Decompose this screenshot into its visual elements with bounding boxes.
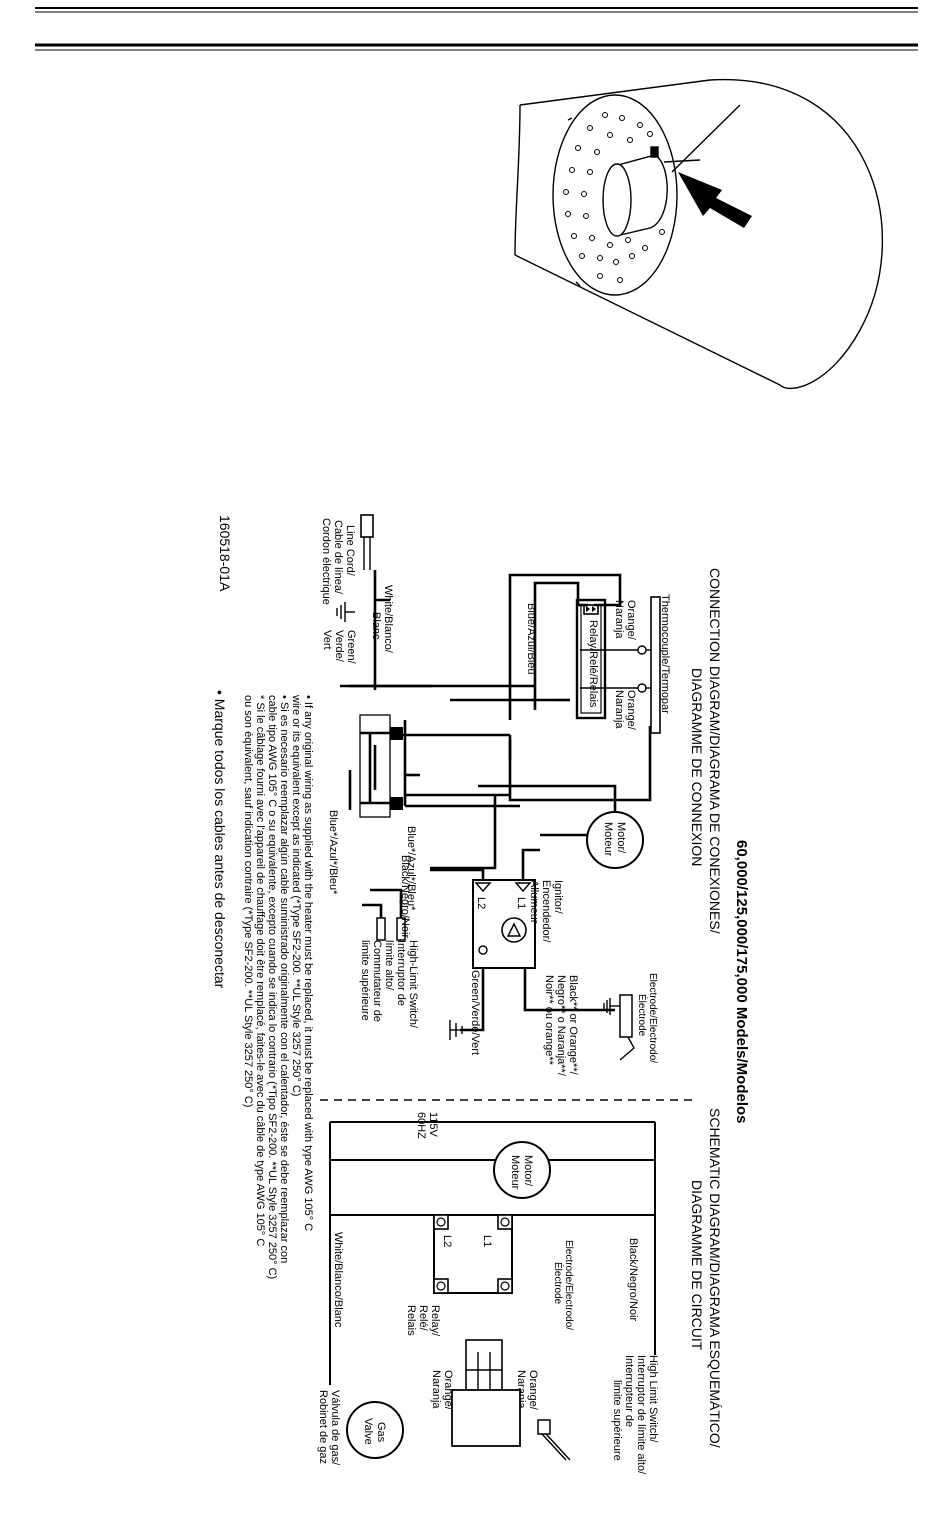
- note-line-2: wire or its equivalent except as indicat…: [290, 694, 302, 1096]
- schematic-motor: [493, 1141, 551, 1199]
- schematic-high-limit-label-4: limite supérieure: [611, 1380, 623, 1461]
- schematic-high-limit-label-1: High Limit Switch/: [647, 1355, 659, 1443]
- voltage-label-1: 115V: [427, 1112, 439, 1138]
- schematic-orange-label-b-2: Naranja: [430, 1370, 442, 1409]
- schematic-high-limit-label-2: Interruptor de límite alto/: [635, 1355, 647, 1475]
- note-line-4: cable tipo AWG 105° C o su equivalente, …: [266, 695, 278, 1279]
- schematic-l1-label: L1: [481, 1235, 493, 1247]
- connection-heading-line1: CONNECTION DIAGRAM/DIAGRAMA DE CONEXIONE…: [707, 568, 723, 934]
- schematic-l2-label: L2: [441, 1235, 453, 1247]
- igniter-label-2: Encendedor/: [540, 880, 552, 943]
- green-wire-label: Green/Verde/Vert: [469, 970, 481, 1055]
- white-wire-label-2: Blanc: [370, 612, 382, 640]
- black-orange-label-2: Negro** o Naranja**/: [555, 975, 567, 1077]
- white-wire-label-1: White/Blanco/: [382, 585, 394, 654]
- motor-label-2: Moteur: [602, 822, 614, 857]
- igniter-l1-label: L1: [515, 897, 527, 909]
- igniter: [430, 848, 615, 1032]
- schematic-heading-line2: DIAGRAMME DE CIRCUIT: [689, 1180, 705, 1351]
- note-line-5: * Si le câblage fourni avec l'appareil d…: [254, 695, 266, 1246]
- igniter-l2-label: L2: [475, 897, 487, 909]
- schematic-high-limit-label-3: Interrupteur de: [623, 1355, 635, 1427]
- schematic-diagram: SCHEMATIC DIAGRAM/DIAGRAMA ESQUEMÁTICO/ …: [317, 1108, 723, 1475]
- connection-wires: [340, 573, 652, 870]
- high-limit-label-2: Interruptor de: [395, 940, 407, 1006]
- motor-label-1: Motor/: [615, 822, 627, 854]
- schematic-relay-label-2: Relé/: [417, 1305, 429, 1332]
- wiring-diagrams-rotated: 60,000/125,000/175,000 Models/Modelos CO…: [212, 514, 750, 1475]
- orange-wire-label-b-2: Naranja: [613, 690, 625, 729]
- electrode: [603, 994, 635, 1061]
- schematic-black-wire-label: Black/Negro/Noir: [627, 1238, 639, 1321]
- high-limit-label-4: Commutateur de: [371, 940, 383, 1022]
- black-orange-label-1: Black** or Orange**/: [567, 975, 579, 1076]
- blue-star-label-1: Blue*/Azul*/Bleu*: [405, 826, 417, 911]
- schematic-relay-label-1: Relay/: [429, 1305, 441, 1337]
- blue-wire-label: Blue/Azul/Bleu: [525, 603, 537, 675]
- schematic-relay: [465, 1339, 503, 1401]
- electrode-label-2: Électrode: [636, 994, 649, 1037]
- connection-diagram: CONNECTION DIAGRAM/DIAGRAMA DE CONEXIONE…: [320, 514, 723, 1077]
- terminal-block: [359, 714, 403, 818]
- high-limit-switch: [362, 888, 406, 941]
- note-line-3: • Si es necesario reemplazar algún cable…: [278, 695, 290, 1263]
- schematic-motor-label-1: Motor/: [522, 1155, 534, 1187]
- black-orange-label-3: Noir** ou orange**: [543, 975, 555, 1066]
- green-ground-label-3: Vert: [321, 630, 333, 650]
- schematic-orange-label-b-1: Orange/: [442, 1370, 454, 1411]
- footer-note: • Marque todos los cables antes de desco…: [212, 690, 228, 989]
- burner-head-illustration: [514, 79, 884, 390]
- header-rules: [35, 7, 918, 51]
- orange-wire-label-b-1: Orange/: [625, 690, 637, 731]
- cord-ground: [336, 602, 355, 622]
- orange-wire-label-a-2: Naranja: [613, 600, 625, 639]
- motor: [478, 784, 644, 869]
- schematic-orange-label-a-1: Orange/: [527, 1370, 539, 1411]
- schematic-electrode-label-2: Électrode: [552, 1262, 565, 1305]
- high-limit-label-5: limite supérieure: [359, 940, 371, 1021]
- thermocouple: [637, 596, 661, 734]
- schematic-motor-label-2: Moteur: [509, 1155, 521, 1190]
- note-line-1: • If any original wiring as supplied wit…: [302, 695, 314, 1231]
- part-number: 160518-01A: [217, 515, 233, 592]
- black-wire-label: Black/Negro/Noir: [399, 855, 411, 938]
- schematic-white-wire-label: White/Blanco/Blanc: [332, 1232, 344, 1328]
- note-line-6: ou son équivalent, sauf indication contr…: [242, 695, 254, 1107]
- schematic-heading-line1: SCHEMATIC DIAGRAM/DIAGRAMA ESQUEMÁTICO/: [707, 1108, 723, 1448]
- relay-label: Relay/Relé/Relais: [587, 620, 599, 708]
- gas-valve-caption-2: Robinet de gaz: [317, 1390, 329, 1464]
- thermocouple-label: Thermocouple/Termopar: [659, 594, 671, 714]
- igniter-ground: [449, 1020, 463, 1040]
- connection-heading-line2: DIAGRAMME DE CONNEXION: [689, 668, 705, 866]
- gas-valve-caption-1: Válvula de gas/: [329, 1390, 341, 1466]
- line-cord-label-1: Line Cord/: [344, 525, 356, 577]
- line-cord-label-3: Cordon électrique: [320, 518, 332, 605]
- blue-star-label-2: Blue*/Azul*/Bleu*: [327, 810, 339, 895]
- igniter-label-3: Allumeur: [528, 880, 540, 924]
- green-ground-label-2: Verde/: [333, 630, 345, 663]
- wiring-notes: • If any original wiring as supplied wit…: [242, 694, 314, 1279]
- schematic-relay-label-3: Relais: [405, 1305, 417, 1336]
- orange-wire-label-a-1: Orange/: [625, 600, 637, 641]
- green-ground-label-1: Green/: [345, 630, 357, 665]
- line-cord-plug: [360, 514, 390, 690]
- electrode-label-1: Electrode/Electrodo/: [647, 973, 658, 1063]
- relay: [575, 598, 638, 720]
- voltage-label-2: 60HZ: [415, 1112, 427, 1139]
- schematic-electrode-label-1: Electrode/Electrodo/: [563, 1240, 574, 1330]
- models-title: 60,000/125,000/175,000 Models/Modelos: [733, 840, 750, 1124]
- gas-valve-label-1: Gas: [375, 1422, 387, 1443]
- high-limit-label-1: High-Limit Switch/: [407, 940, 419, 1029]
- igniter-label-1: Ignitor/: [552, 880, 564, 915]
- schematic-gas-valve: [346, 1389, 571, 1461]
- schematic-igniter: [433, 1214, 513, 1294]
- gas-valve-label-2: Valve: [362, 1418, 374, 1445]
- high-limit-label-3: límite alto/: [383, 940, 395, 991]
- line-cord-label-2: Cable de línea/: [332, 520, 344, 595]
